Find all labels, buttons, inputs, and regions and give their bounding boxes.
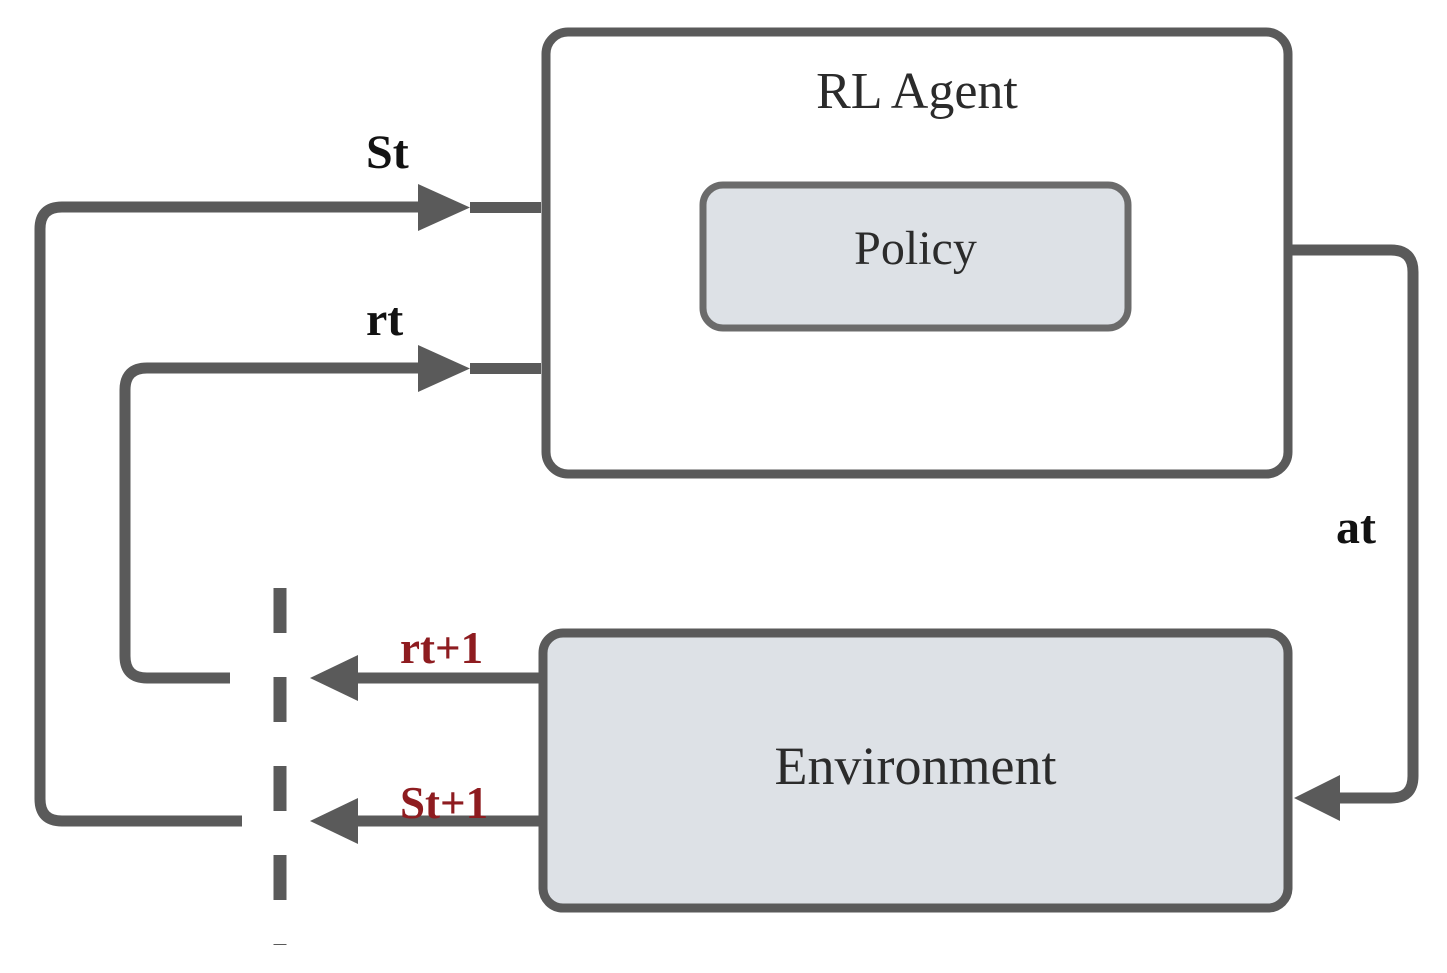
edge-next-reward-from-environment bbox=[310, 655, 543, 701]
edge-reward-to-agent bbox=[119, 345, 541, 684]
arrowhead-next-state-icon bbox=[310, 798, 358, 844]
policy-box bbox=[699, 181, 1132, 332]
arrowhead-next-reward-icon bbox=[310, 655, 358, 701]
edge-state-to-agent bbox=[34, 184, 541, 827]
edge-action-to-environment bbox=[1128, 244, 1419, 821]
edge-next-state-from-environment bbox=[310, 798, 543, 844]
arrowhead-action-icon bbox=[1294, 775, 1340, 821]
environment-box bbox=[538, 628, 1293, 913]
arrowhead-state-icon bbox=[418, 184, 470, 231]
arrowhead-reward-icon bbox=[418, 345, 470, 392]
